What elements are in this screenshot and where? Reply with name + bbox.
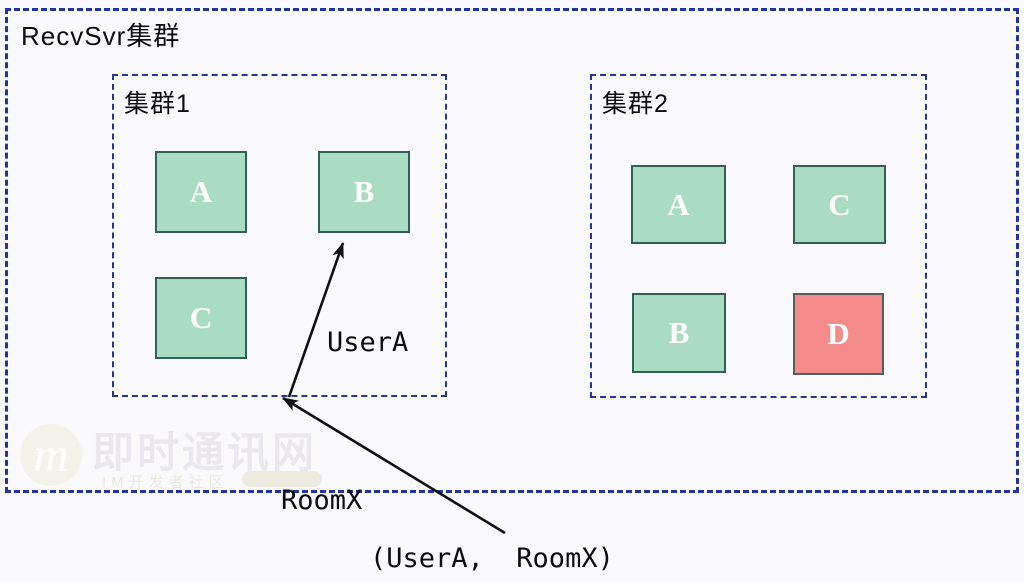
cluster1-box: 集群1 A B C — [112, 74, 447, 397]
cluster2-label: 集群2 — [602, 90, 669, 118]
cluster1-label: 集群1 — [124, 90, 191, 118]
diagram-title: RecvSvr集群 — [21, 21, 181, 51]
recvsvr-cluster-box: RecvSvr集群 m 即时通讯网 IM开发者社区 — [5, 8, 1019, 493]
cluster1-node-b: B — [318, 151, 410, 233]
usera-arrow-label: UserA — [327, 327, 409, 358]
watermark: m 即时通讯网 IM开发者社区 — [20, 419, 330, 497]
watermark-logo-icon: m — [20, 424, 82, 486]
cluster1-node-c: C — [155, 277, 247, 359]
cluster2-box: 集群2 A C B D — [590, 74, 927, 398]
cluster1-node-a: A — [155, 151, 247, 233]
watermark-subtext: IM开发者社区 — [102, 474, 229, 491]
tuple-label: (UserA, RoomX) — [370, 543, 614, 574]
cluster2-node-a: A — [631, 165, 726, 244]
roomx-arrow-label: RoomX — [281, 485, 363, 516]
cluster2-node-d: D — [793, 293, 884, 375]
watermark-text: 即时通讯网 — [92, 429, 318, 476]
cluster2-node-c: C — [793, 165, 886, 244]
cluster2-node-b: B — [632, 293, 726, 373]
